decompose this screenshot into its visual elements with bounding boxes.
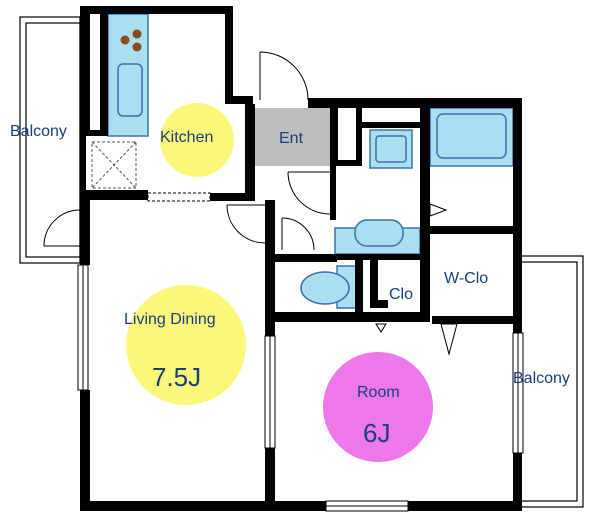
burner-icon [120, 35, 130, 45]
balcony-left-label: Balcony [10, 123, 67, 140]
burner-icon [132, 29, 142, 39]
toilet [300, 265, 358, 309]
living-dining-highlight [126, 285, 246, 405]
living-dining-size: 7.5J [152, 362, 202, 392]
burner-icon [132, 42, 142, 52]
room-label: Room [357, 384, 400, 401]
room-highlight [323, 352, 433, 462]
door-swings [43, 51, 458, 356]
walls [80, 6, 522, 511]
kitchen-label: Kitchen [160, 129, 214, 146]
balcony-right-label: Balcony [513, 370, 570, 387]
living-dining-label: Living Dining [124, 311, 216, 328]
entrance-floor [255, 108, 333, 166]
kitchen-counter [107, 13, 149, 137]
room-size: 6J [363, 418, 391, 448]
entrance-label: Ent [279, 130, 304, 147]
closet-label: Clo [389, 286, 414, 303]
shower-unit [369, 129, 413, 169]
bathtub [429, 107, 514, 167]
laundry-pan [91, 141, 137, 189]
walk-in-closet-label: W-Clo [444, 270, 489, 287]
kitchen-highlight [160, 103, 234, 177]
washbasin [334, 219, 421, 255]
